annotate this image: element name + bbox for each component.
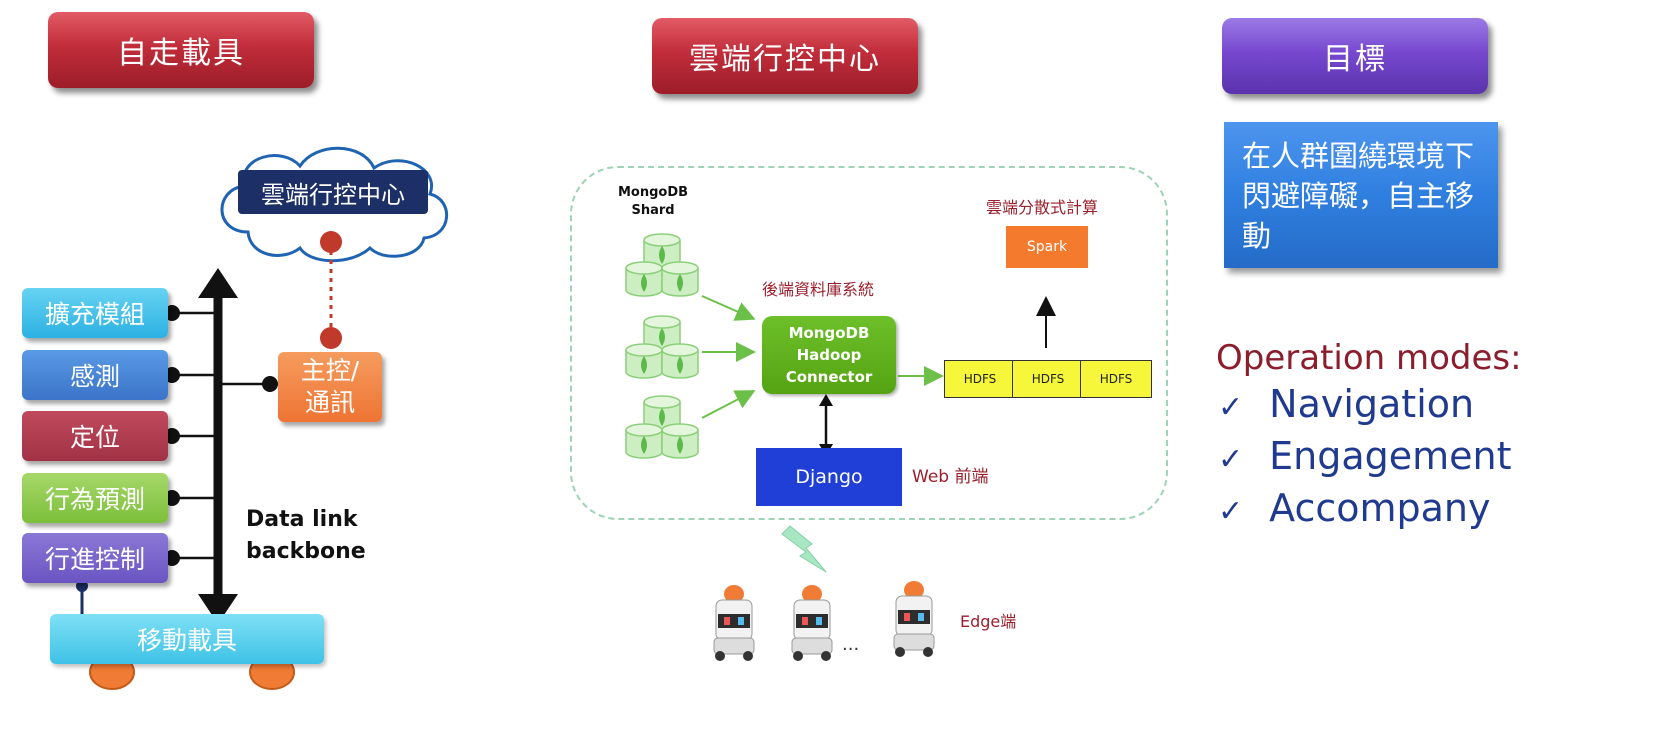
mobile-vehicle-bar: 移動載具	[50, 614, 324, 664]
cloud-center-label: 雲端行控中心	[238, 170, 428, 214]
backbone-caption-line2: backbone	[246, 539, 366, 564]
cloud-system-boundary	[570, 166, 1168, 520]
module-expansion: 擴充模組	[22, 288, 168, 338]
module-sensing: 感測	[22, 350, 168, 400]
operation-modes-list: ✓ Navigation ✓ Engagement ✓ Accompany	[1218, 382, 1512, 538]
operation-mode-item: ✓ Accompany	[1218, 486, 1512, 538]
goal-text: 在人群圍繞環境下閃避障礙，自主移動	[1242, 139, 1475, 253]
hdfs-node-3: HDFS	[1080, 360, 1152, 398]
operation-mode-accompany: Accompany	[1269, 486, 1491, 530]
django-label: Django	[795, 466, 863, 488]
cloud-header: 雲端行控中心	[652, 18, 918, 94]
operation-mode-item: ✓ Navigation	[1218, 382, 1512, 434]
wireless-bolt-icon	[781, 525, 827, 573]
edge-ellipsis-text: ...	[842, 634, 860, 655]
hdfs-node-3-label: HDFS	[1099, 372, 1133, 386]
operation-mode-navigation: Navigation	[1269, 382, 1475, 426]
module-localization: 定位	[22, 411, 168, 461]
main-control-box: 主控/ 通訊	[278, 352, 382, 422]
mongodb-shard-group-1	[625, 233, 699, 297]
distributed-computing-label: 雲端分散式計算	[986, 194, 1098, 218]
spark-label: Spark	[1026, 239, 1068, 255]
connector-line1: MongoDB	[788, 324, 870, 342]
distributed-computing-label-text: 雲端分散式計算	[986, 198, 1099, 217]
edge-ellipsis: ...	[842, 634, 859, 655]
check-icon: ✓	[1218, 390, 1244, 425]
backend-db-label-text: 後端資料庫系統	[762, 280, 875, 299]
hdfs-node-2: HDFS	[1012, 360, 1084, 398]
mongodb-shard-caption-line1: MongoDB	[618, 185, 689, 200]
django-box: Django	[756, 448, 902, 506]
connector-django-arrow	[819, 394, 833, 456]
robot-icon	[791, 585, 833, 661]
backbone-arrow	[198, 268, 238, 624]
mongodb-shard-caption: MongoDB Shard	[618, 184, 688, 220]
backbone-caption-line1: Data link	[246, 507, 358, 532]
module-behavior-prediction: 行為預測	[22, 473, 168, 523]
goal-box: 在人群圍繞環境下閃避障礙，自主移動	[1224, 122, 1498, 268]
main-control-label: 主控/ 通訊	[300, 356, 360, 417]
module-localization-label: 定位	[69, 423, 120, 452]
hdfs-node-1-label: HDFS	[963, 372, 997, 386]
mongodb-shard-group-2	[625, 315, 699, 379]
spark-box: Spark	[1006, 226, 1088, 268]
check-icon: ✓	[1218, 442, 1244, 477]
vehicle-header-label: 自走載具	[117, 36, 245, 71]
goal-header: 目標	[1222, 18, 1488, 94]
module-sensing-label: 感測	[69, 362, 120, 391]
check-icon: ✓	[1218, 494, 1244, 529]
module-motion-control-label: 行進控制	[44, 545, 145, 574]
hdfs-node-2-label: HDFS	[1031, 372, 1065, 386]
module-motion-control: 行進控制	[22, 533, 168, 583]
backend-db-label: 後端資料庫系統	[762, 276, 874, 300]
operation-modes-title-text: Operation modes:	[1216, 338, 1522, 378]
connector-line3: Connector	[785, 368, 873, 386]
robot-icon	[893, 581, 935, 657]
goal-header-label: 目標	[1323, 42, 1387, 77]
cloud-center-label-text: 雲端行控中心	[261, 180, 405, 209]
robot-icon	[713, 585, 755, 661]
edge-label: Edge端	[960, 608, 1016, 632]
module-behavior-prediction-label: 行為預測	[44, 485, 145, 514]
cloud-link-node-bottom	[320, 327, 342, 349]
cloud-link-node-top	[320, 231, 342, 253]
operation-modes-title: Operation modes:	[1216, 338, 1522, 378]
mobile-vehicle-label: 移動載具	[136, 626, 237, 655]
web-frontend-label-text: Web 前端	[912, 467, 989, 487]
shard-to-connector-arrows	[701, 295, 756, 419]
module-connector-dots	[164, 305, 278, 566]
edge-label-text: Edge端	[960, 612, 1017, 631]
vehicle-header: 自走載具	[48, 12, 314, 88]
cloud-header-label: 雲端行控中心	[689, 42, 881, 77]
backbone-caption: Data link backbone	[246, 504, 366, 568]
web-frontend-label: Web 前端	[912, 462, 988, 487]
mongodb-shard-caption-line2: Shard	[631, 203, 675, 218]
module-expansion-label: 擴充模組	[44, 300, 145, 329]
hdfs-node-1: HDFS	[944, 360, 1016, 398]
operation-mode-engagement: Engagement	[1269, 434, 1512, 478]
mongodb-hadoop-connector: MongoDB Hadoop Connector	[762, 316, 896, 394]
mongodb-shard-group-3	[625, 395, 699, 459]
operation-mode-item: ✓ Engagement	[1218, 434, 1512, 486]
connector-line2: Hadoop	[796, 346, 862, 364]
